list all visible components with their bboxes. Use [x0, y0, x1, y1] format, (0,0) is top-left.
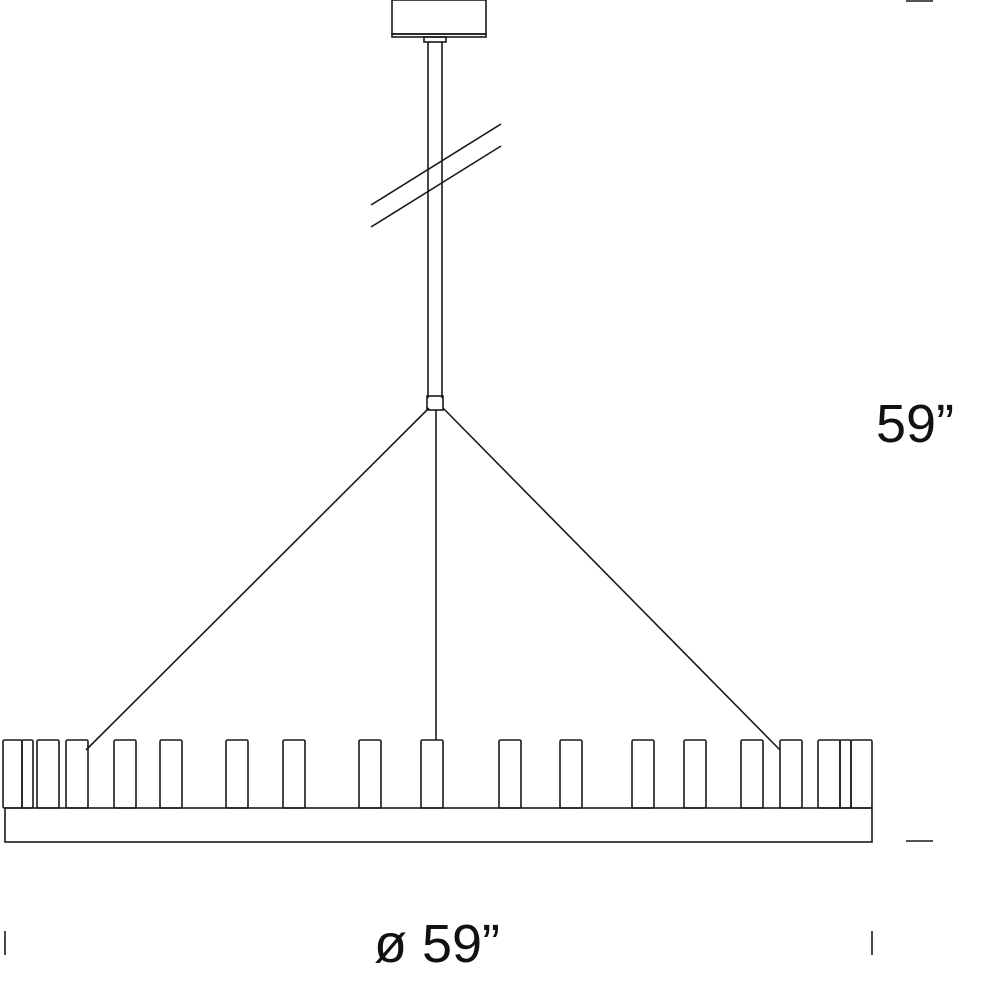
shade: [113, 739, 137, 809]
shade: [225, 739, 249, 809]
shade: [779, 739, 803, 809]
shade: [420, 739, 444, 809]
shade: [850, 739, 873, 809]
rod-break-marks: [370, 123, 502, 228]
shade: [159, 739, 183, 809]
shade: [631, 739, 655, 809]
shade: [498, 739, 522, 809]
shade: [358, 739, 382, 809]
suspension-cables: [85, 407, 781, 751]
shade: [683, 739, 707, 809]
height-dimension-label: 59”: [876, 394, 955, 454]
shade: [36, 739, 60, 809]
shade: [2, 739, 23, 809]
ring-base: [4, 807, 873, 843]
shade-row: [2, 739, 873, 809]
down-rod: [423, 36, 447, 411]
shade: [559, 739, 583, 809]
shade: [21, 739, 34, 809]
shade: [740, 739, 764, 809]
shade: [839, 739, 852, 809]
diameter-dimension-label: ø 59”: [374, 914, 501, 974]
shade: [282, 739, 306, 809]
shade: [65, 739, 89, 809]
diameter-dimension-ticks: [4, 931, 873, 955]
height-dimension-ticks: [906, 0, 933, 842]
shade: [817, 739, 841, 809]
ceiling-canopy: [391, 0, 487, 38]
